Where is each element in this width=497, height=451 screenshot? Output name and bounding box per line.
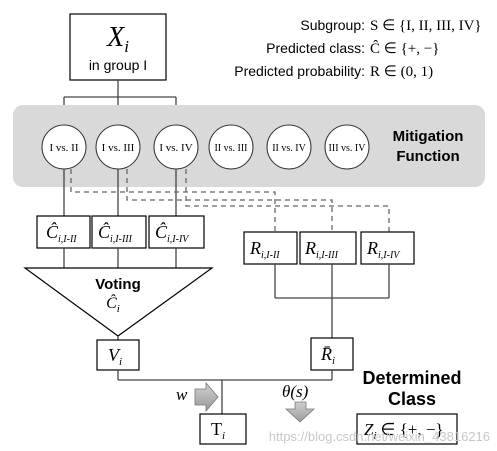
svg-text:III vs. IV: III vs. IV: [329, 143, 367, 154]
input-symbol: X: [106, 22, 125, 53]
input-subscript: i: [124, 37, 129, 56]
watermark: https://blog.csdn.net/weixin_43816216: [269, 429, 490, 444]
svg-text:Ti: Ti: [211, 419, 225, 442]
svg-text:Xi: Xi: [106, 22, 129, 56]
class-box: Ĉi,I-III: [91, 215, 147, 249]
probability-connectors: [70, 169, 390, 232]
voting-subscript: i: [117, 303, 120, 315]
t-box: Ti: [199, 413, 247, 445]
mitigation-title-line1: Mitigation: [393, 128, 464, 145]
voting-connectors: [63, 248, 177, 268]
voting-symbol: Ĉ: [106, 293, 117, 312]
probability-boxes: Ri,I-II Ri,I-III Ri,I-IV: [243, 231, 415, 265]
comparison-circle: III vs. IV: [324, 124, 370, 170]
determined-line2: Class: [388, 389, 436, 409]
legend: Subgroup: S ∈ {I, II, III, IV} Predicted…: [234, 17, 481, 80]
mitigation-title-line2: Function: [396, 148, 459, 165]
class-boxes: Ĉi,I-II Ĉi,I-III Ĉi,I-IV: [36, 215, 205, 249]
svg-text:I vs. II: I vs. II: [49, 142, 78, 154]
svg-text:Zi∈ {+, −}: Zi∈ {+, −}: [364, 420, 444, 442]
svg-text:Ĉi: Ĉi: [106, 293, 120, 315]
determined-class-label: Determined Class: [362, 368, 461, 409]
comparison-circle: I vs. III: [95, 124, 141, 170]
input-caption: in group I: [89, 57, 147, 73]
comparison-circle: II vs. IV: [266, 124, 312, 170]
class-box: Ĉi,I-IV: [148, 215, 205, 249]
svg-text:II vs. III: II vs. III: [214, 143, 247, 154]
svg-text:I vs. III: I vs. III: [102, 142, 135, 154]
vote-result-box: Vi: [96, 336, 140, 371]
comparison-circle: I vs. IV: [153, 124, 199, 170]
comparison-circle: II vs. III: [208, 124, 254, 170]
voting-label: Voting: [95, 276, 141, 293]
svg-text:II vs. IV: II vs. IV: [272, 143, 306, 154]
probability-box: Ri,I-III: [299, 231, 357, 265]
legend-prob-label: Predicted probability:: [234, 63, 365, 79]
svg-text:I vs. IV: I vs. IV: [159, 142, 192, 154]
threshold-arrow: θ(s): [282, 382, 316, 423]
svg-text:Ri,I-II: Ri,I-II: [249, 238, 280, 261]
legend-subgroup-label: Subgroup:: [300, 17, 365, 33]
comparison-circle: I vs. II: [41, 124, 87, 170]
average-probability-box: R̄i: [310, 337, 354, 371]
svg-text:Ri,I-IV: Ri,I-IV: [366, 238, 401, 261]
determined-line1: Determined: [362, 368, 461, 388]
probability-box: Ri,I-II: [243, 231, 298, 265]
legend-prob-expr: R ∈ (0, 1): [370, 64, 433, 80]
class-box: Ĉi,I-II: [36, 215, 91, 249]
weight-label: w: [176, 385, 188, 404]
input-box: Xi in group I: [69, 13, 167, 81]
z-box: Zi∈ {+, −}: [356, 413, 458, 445]
svg-text:Ri,I-III: Ri,I-III: [304, 238, 339, 261]
probability-box: Ri,I-IV: [360, 231, 415, 265]
legend-subgroup-expr: S ∈ {I, II, III, IV}: [370, 18, 482, 34]
svg-text:Ĉi,I-III: Ĉi,I-III: [98, 221, 133, 245]
svg-text:Ĉi,I-IV: Ĉi,I-IV: [155, 221, 190, 245]
legend-class-expr: Ĉ ∈ {+, −}: [370, 40, 439, 57]
svg-text:R̄i: R̄i: [320, 344, 335, 367]
svg-text:Ĉi,I-II: Ĉi,I-II: [46, 221, 77, 245]
threshold-label: θ(s): [282, 382, 309, 401]
voting-triangle: Voting Ĉi: [23, 267, 214, 337]
output-connectors: [117, 370, 333, 414]
weight-arrow: w: [176, 381, 219, 413]
comparison-circles: I vs. II I vs. III I vs. IV II vs. III I…: [41, 124, 370, 170]
legend-class-label: Predicted class:: [266, 40, 365, 56]
svg-text:Vi: Vi: [108, 345, 122, 368]
average-connectors: [274, 264, 390, 338]
